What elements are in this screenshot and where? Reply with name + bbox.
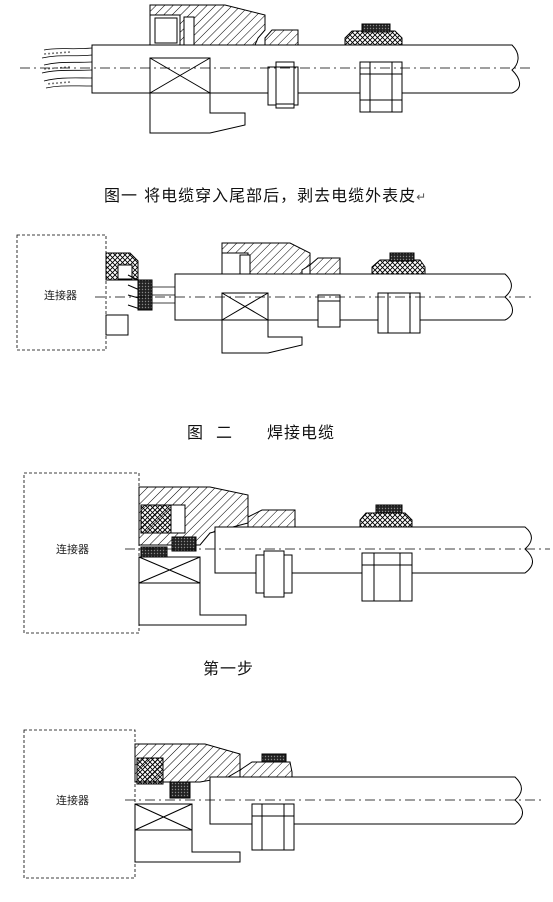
middle-nut (309, 257, 341, 328)
connector-box (23, 472, 140, 634)
connector-box-label: 连接器 (56, 543, 89, 556)
connector-box (23, 729, 136, 879)
middle-nut (255, 550, 293, 598)
front-shell (105, 252, 153, 336)
gland-nut (251, 803, 295, 851)
gland-nut (344, 23, 403, 113)
rear-body-assembled (134, 743, 293, 863)
connector-box (16, 234, 107, 351)
figure-3-step-one: 连接器 (23, 472, 550, 634)
solder-wires (152, 286, 175, 304)
figure-4-step-two: 连接器 (23, 729, 545, 879)
middle-nut (264, 29, 299, 109)
connector-box-label: 连接器 (56, 794, 89, 807)
gland-nut (359, 504, 413, 602)
paragraph-mark: ↵ (416, 190, 428, 204)
gland-nut (371, 252, 426, 334)
figure-2-caption: 图二焊接电缆 (187, 423, 336, 442)
stripped-wires (41, 47, 93, 89)
rear-body-assembled (138, 486, 296, 626)
rear-body (221, 242, 311, 354)
rear-body (149, 4, 266, 134)
figure-2-solder-cable: 连接器 (16, 234, 535, 354)
figure-1-caption: 图一 将电缆穿入尾部后，剥去电缆外表皮↵ (104, 186, 428, 205)
figure-1-cable-stripped (20, 4, 530, 134)
figure-3-caption: 第一步 (203, 659, 255, 678)
connector-box-label: 连接器 (44, 289, 77, 302)
